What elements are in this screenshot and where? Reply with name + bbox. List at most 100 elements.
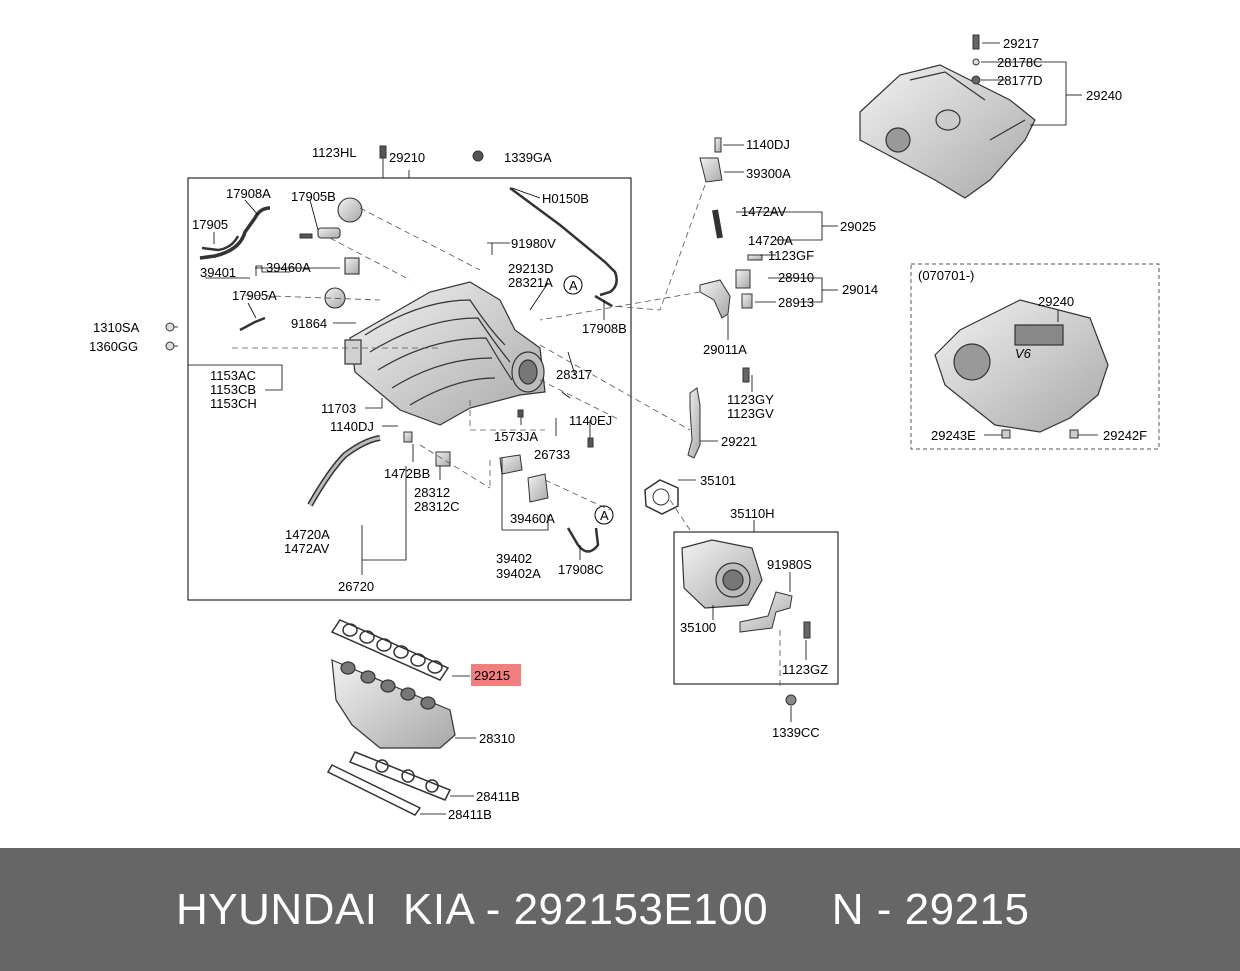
upper-right-dashes bbox=[539, 184, 706, 531]
label-1339cc[interactable]: 1339CC bbox=[772, 725, 820, 740]
label-29221[interactable]: 29221 bbox=[721, 434, 757, 449]
label-29243e[interactable]: 29243E bbox=[931, 428, 976, 443]
label-29025[interactable]: 29025 bbox=[840, 219, 876, 234]
label-26720[interactable]: 26720 bbox=[338, 579, 374, 594]
label-1153ch[interactable]: 1153CH bbox=[210, 396, 257, 411]
throttle-body-icon bbox=[681, 539, 763, 609]
upper-right-leaders bbox=[700, 144, 838, 442]
label-29240[interactable]: 29240 bbox=[1086, 88, 1122, 103]
pipe-h0150b-icon bbox=[509, 186, 618, 297]
label-91864[interactable]: 91864 bbox=[291, 316, 327, 331]
label-28317[interactable]: 28317 bbox=[556, 367, 592, 382]
map-sensor-icon bbox=[699, 137, 723, 183]
label-1140dj[interactable]: 1140DJ bbox=[330, 419, 374, 434]
label-35100[interactable]: 35100 bbox=[680, 620, 716, 635]
part-highlight-29215[interactable] bbox=[471, 664, 521, 686]
bolt-1123gy-icon bbox=[742, 367, 750, 383]
cover-bolt-icons bbox=[971, 34, 981, 85]
label-1472av-2[interactable]: 1472AV bbox=[741, 204, 787, 219]
label-91980v[interactable]: 91980V bbox=[511, 236, 556, 251]
label-29215[interactable]: 29215 bbox=[474, 668, 510, 683]
fitting-28312-icon bbox=[403, 431, 451, 467]
label-28321a[interactable]: 28321A bbox=[508, 275, 553, 290]
label-1310sa[interactable]: 1310SA bbox=[93, 320, 140, 335]
gasket-35101-icon bbox=[644, 479, 679, 515]
lower-manifold-icon bbox=[331, 659, 456, 749]
gasket-29215-icon bbox=[330, 619, 450, 681]
throttle-group-box bbox=[673, 531, 839, 685]
label-11703[interactable]: 11703 bbox=[321, 401, 356, 416]
label-28312[interactable]: 28312 bbox=[414, 485, 450, 500]
label-1123gv[interactable]: 1123GV bbox=[727, 406, 774, 421]
label-28177d[interactable]: 28177D bbox=[997, 73, 1043, 88]
label-39460a-2[interactable]: 39460A bbox=[510, 511, 555, 526]
label-29242f[interactable]: 29242F bbox=[1103, 428, 1147, 443]
label-1573ja[interactable]: 1573JA bbox=[494, 429, 538, 444]
label-17905b[interactable]: 17905B bbox=[291, 189, 336, 204]
label-1360gg[interactable]: 1360GG bbox=[89, 339, 138, 354]
engine-cover-variant-icon bbox=[934, 299, 1109, 433]
nut-1339cc-icon bbox=[785, 694, 797, 706]
label-17908a[interactable]: 17908A bbox=[226, 186, 271, 201]
label-29213d[interactable]: 29213D bbox=[508, 261, 554, 276]
label-1123gf[interactable]: 1123GF bbox=[768, 248, 814, 263]
label-1140ej[interactable]: 1140EJ bbox=[569, 413, 612, 428]
label-1472bb[interactable]: 1472BB bbox=[384, 466, 430, 481]
gasket-28411b-icon bbox=[326, 751, 452, 816]
label-29210[interactable]: 29210 bbox=[389, 150, 425, 165]
part-labels: 1123HL 29210 1339GA 17908A 17905B 17905 … bbox=[89, 36, 1147, 822]
label-17905[interactable]: 17905 bbox=[192, 217, 228, 232]
grommet-icons bbox=[1001, 429, 1079, 439]
label-17908c[interactable]: 17908C bbox=[558, 562, 604, 577]
label-17908b[interactable]: 17908B bbox=[582, 321, 627, 336]
hose-17905-icon bbox=[201, 235, 240, 252]
label-29240-2[interactable]: 29240 bbox=[1038, 294, 1074, 309]
label-35110h[interactable]: 35110H bbox=[730, 506, 775, 521]
label-39460a[interactable]: 39460A bbox=[266, 260, 311, 275]
label-28411b-2[interactable]: 28411B bbox=[448, 807, 492, 822]
label-h0150b[interactable]: H0150B bbox=[542, 191, 589, 206]
label-39402a[interactable]: 39402A bbox=[496, 566, 541, 581]
bracket-29011a-icon bbox=[699, 279, 731, 319]
label-1123gy[interactable]: 1123GY bbox=[727, 392, 774, 407]
label-29014[interactable]: 29014 bbox=[842, 282, 878, 297]
part-number-text: HYUNDAI KIA - 292153E100 N - 29215 bbox=[176, 884, 1030, 934]
bracket-39460a-icon bbox=[499, 454, 549, 503]
hose-17905a-icon bbox=[239, 316, 266, 332]
label-1153ac[interactable]: 1153AC bbox=[210, 368, 256, 383]
label-29011a[interactable]: 29011A bbox=[703, 342, 747, 357]
label-14720a[interactable]: 14720A bbox=[285, 527, 330, 542]
label-39401[interactable]: 39401 bbox=[200, 265, 236, 280]
callout-a-1: A bbox=[569, 278, 578, 293]
label-28312c[interactable]: 28312C bbox=[414, 499, 460, 514]
label-1153cb[interactable]: 1153CB bbox=[210, 382, 256, 397]
label-1339ga[interactable]: 1339GA bbox=[504, 150, 552, 165]
hose-17908c-icon bbox=[566, 527, 600, 553]
label-28178c[interactable]: 28178C bbox=[997, 55, 1043, 70]
label-17905a[interactable]: 17905A bbox=[232, 288, 277, 303]
label-29217[interactable]: 29217 bbox=[1003, 36, 1039, 51]
label-1123hl[interactable]: 1123HL bbox=[312, 145, 357, 160]
label-39402[interactable]: 39402 bbox=[496, 551, 532, 566]
callout-circle-icon bbox=[563, 275, 614, 525]
label-26733[interactable]: 26733 bbox=[534, 447, 570, 462]
hose-17908a-icon bbox=[199, 206, 271, 260]
label-28411b-1[interactable]: 28411B bbox=[476, 789, 520, 804]
bracket-29221-icon bbox=[687, 387, 701, 459]
bracket-91980s-icon bbox=[739, 591, 793, 633]
label-28910[interactable]: 28910 bbox=[778, 270, 814, 285]
engine-cover-icon bbox=[859, 64, 1036, 199]
label-1123gz[interactable]: 1123GZ bbox=[782, 662, 828, 677]
leader-dashes bbox=[232, 207, 621, 511]
label-1140dj-2[interactable]: 1140DJ bbox=[746, 137, 790, 152]
label-14720a-2[interactable]: 14720A bbox=[748, 233, 793, 248]
label-91980s[interactable]: 91980S bbox=[767, 557, 812, 572]
callout-a-2: A bbox=[600, 508, 609, 523]
label-1472av[interactable]: 1472AV bbox=[284, 541, 330, 556]
bolt-1123gz-icon bbox=[803, 621, 811, 639]
label-28310[interactable]: 28310 bbox=[479, 731, 515, 746]
label-35101[interactable]: 35101 bbox=[700, 473, 736, 488]
bolt-icons bbox=[165, 145, 594, 448]
label-28913[interactable]: 28913 bbox=[778, 295, 814, 310]
label-39300a[interactable]: 39300A bbox=[746, 166, 791, 181]
